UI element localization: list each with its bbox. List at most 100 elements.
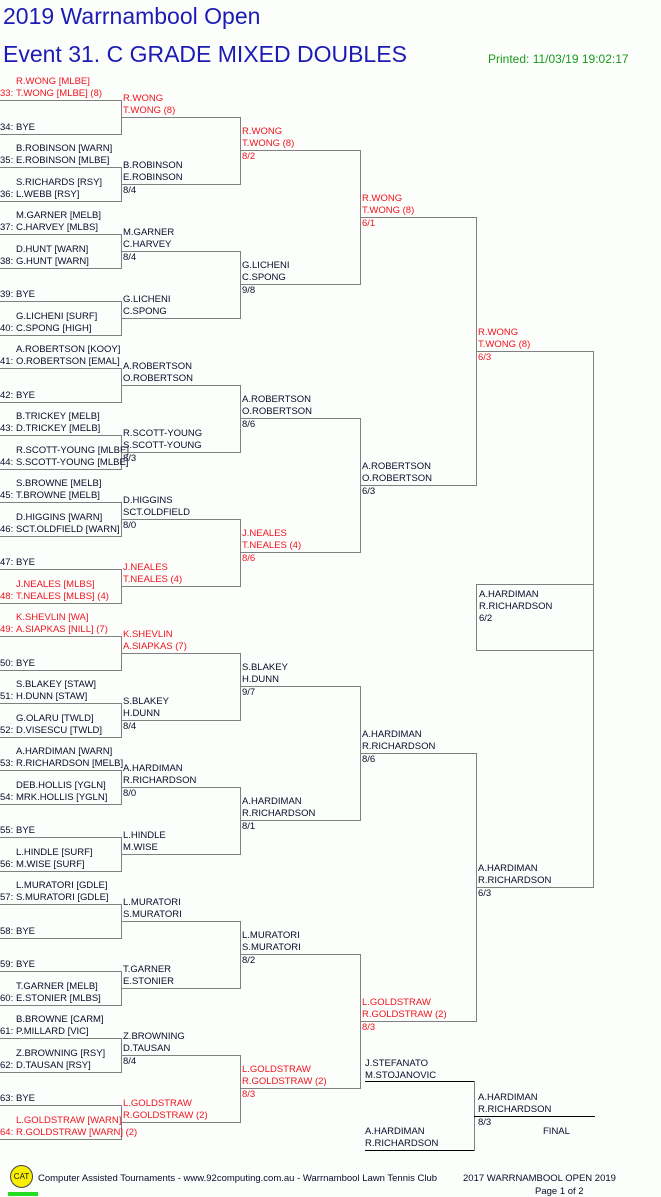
match-connector	[240, 653, 241, 721]
match-connector	[240, 251, 241, 319]
winner-player-2: O.ROBERTSON	[242, 406, 313, 418]
entry-line	[0, 871, 121, 872]
entry-player-1: B.ROBINSON [WARN]	[16, 143, 113, 154]
entry-line	[0, 201, 121, 202]
entry-number: 54:	[0, 791, 14, 803]
winner-line	[240, 1088, 360, 1089]
winner-line	[360, 485, 476, 486]
match-score: 8/3	[362, 1022, 376, 1034]
winner-player-1: A.HARDIMAN	[362, 729, 422, 741]
entry-line	[0, 134, 121, 135]
entry-player-2: C.HARVEY [MLBS]	[16, 222, 99, 233]
winner-player-1: S.BLAKEY	[242, 662, 288, 674]
winner-player-2: S.SCOTT-YOUNG	[123, 439, 202, 451]
winner-line	[121, 1055, 240, 1056]
entry-line	[0, 1038, 121, 1039]
final-label: FINAL	[543, 1126, 570, 1137]
final-bottom-player-2: R.RICHARDSON	[365, 1138, 439, 1149]
winner-player-2: D.TAUSAN	[123, 1042, 171, 1054]
entry-line	[0, 770, 121, 771]
entry-player-1: L.MURATORI [GDLE]	[16, 880, 108, 891]
entry-number: 53:	[0, 758, 14, 769]
champion-player-2: R.RICHARDSON	[478, 1104, 552, 1115]
match-score: 8/6	[242, 553, 256, 565]
entry-player-1: K.SHEVLIN [WA]	[16, 612, 89, 623]
entry-line	[0, 904, 121, 905]
entry-number: 48:	[0, 590, 14, 602]
entry-player-2: P.MILLARD [VIC]	[16, 1026, 89, 1037]
winner-line	[121, 519, 240, 520]
entry-player-1: G.LICHENI [SURF]	[16, 310, 98, 322]
printed-timestamp: Printed: 11/03/19 19:02:17	[488, 52, 629, 66]
winner-player-2: S.MURATORI	[123, 908, 182, 920]
entry-number: 55:	[0, 825, 14, 836]
winner-player-1: Z.BROWNING	[123, 1030, 185, 1042]
entry-number: 58:	[0, 925, 14, 937]
winner-player-1: K.SHEVLIN	[123, 628, 173, 640]
winner-player-2: T.WONG (8)	[242, 138, 295, 150]
winner-player-2: C.SPONG	[242, 272, 286, 284]
entry-line	[0, 971, 121, 972]
entry-number: 47:	[0, 557, 14, 568]
match-score: 6/3	[478, 352, 492, 364]
winner-player-1: R.SCOTT-YOUNG	[123, 427, 203, 439]
winner-player-2: O.ROBERTSON	[362, 473, 433, 485]
event-title: Event 31. C GRADE MIXED DOUBLES	[3, 41, 407, 67]
winner-player-1: J.NEALES	[242, 528, 287, 540]
entry-number: 63:	[0, 1093, 14, 1104]
winner-player-1: A.ROBERTSON	[242, 394, 311, 406]
winner-line	[121, 117, 240, 118]
match-connector	[593, 351, 594, 888]
entry-number: 57:	[0, 892, 14, 903]
entry-number: 59:	[0, 959, 14, 970]
winner-line	[121, 385, 240, 386]
entry-line	[0, 837, 121, 838]
winner-player-1: L.GOLDSTRAW	[242, 1064, 311, 1076]
entry-line	[0, 1072, 121, 1073]
winner-line	[121, 653, 240, 654]
winner-line	[121, 787, 240, 788]
entry-player-1: B.TRICKEY [MELB]	[16, 411, 100, 422]
winner-player-2: R.RICHARDSON	[362, 741, 436, 753]
entry-bye: BYE	[16, 925, 36, 937]
entry-line	[0, 167, 121, 168]
winner-player-1: L.HINDLE	[123, 829, 166, 841]
footer-credit: Computer Assisted Tournaments - www.92co…	[38, 1173, 438, 1184]
champion-line	[474, 1116, 595, 1117]
winner-player-2: E.ROBINSON	[123, 171, 183, 183]
entry-player-2: T.NEALES [MLBS] (4)	[16, 590, 109, 602]
winner-player-1: S.BLAKEY	[123, 695, 169, 707]
winner-player-2: O.ROBERTSON	[123, 372, 194, 384]
winner-player-2: C.HARVEY	[123, 238, 172, 250]
entry-player-2: C.SPONG [HIGH]	[16, 322, 92, 334]
entry-line	[0, 402, 121, 403]
winner-player-1: L.MURATORI	[242, 930, 300, 942]
entry-line	[0, 469, 121, 470]
winner-line	[360, 1021, 476, 1022]
entry-number: 42:	[0, 389, 14, 401]
entry-player-2: D.TAUSAN [RSY]	[16, 1059, 91, 1071]
winner-player-1: R.WONG	[123, 92, 164, 104]
entry-number: 45:	[0, 490, 14, 501]
entry-player-2: T.WONG [MLBE] (8)	[16, 88, 103, 99]
winner-line	[121, 720, 240, 721]
winner-player-2: R.GOLDSTRAW (2)	[123, 1109, 208, 1121]
entry-line	[0, 670, 121, 671]
winner-player-2: E.STONIER	[123, 975, 175, 987]
match-score: 8/1	[242, 821, 256, 833]
winner-player-2: R.GOLDSTRAW (2)	[242, 1076, 327, 1088]
winner-player-1: A.HARDIMAN	[242, 796, 302, 808]
semifinal-winner-box	[476, 584, 593, 651]
entry-player-2: E.ROBINSON [MLBE]	[16, 155, 110, 166]
winner-player-1: A.ROBERTSON	[123, 360, 192, 372]
match-connector	[240, 385, 241, 453]
winner-player-2: R.GOLDSTRAW (2)	[362, 1009, 447, 1021]
match-score: 8/6	[362, 754, 376, 766]
winner-line	[240, 552, 360, 553]
winner-player-1: R.WONG	[362, 193, 403, 205]
winner-line	[121, 586, 240, 587]
entry-player-1: R.WONG [MLBE]	[16, 76, 90, 87]
entry-player-1: DEB.HOLLIS [YGLN]	[16, 779, 106, 791]
entry-player-1: B.BROWNE [CARM]	[16, 1014, 104, 1025]
winner-player-2: T.NEALES (4)	[123, 573, 183, 585]
